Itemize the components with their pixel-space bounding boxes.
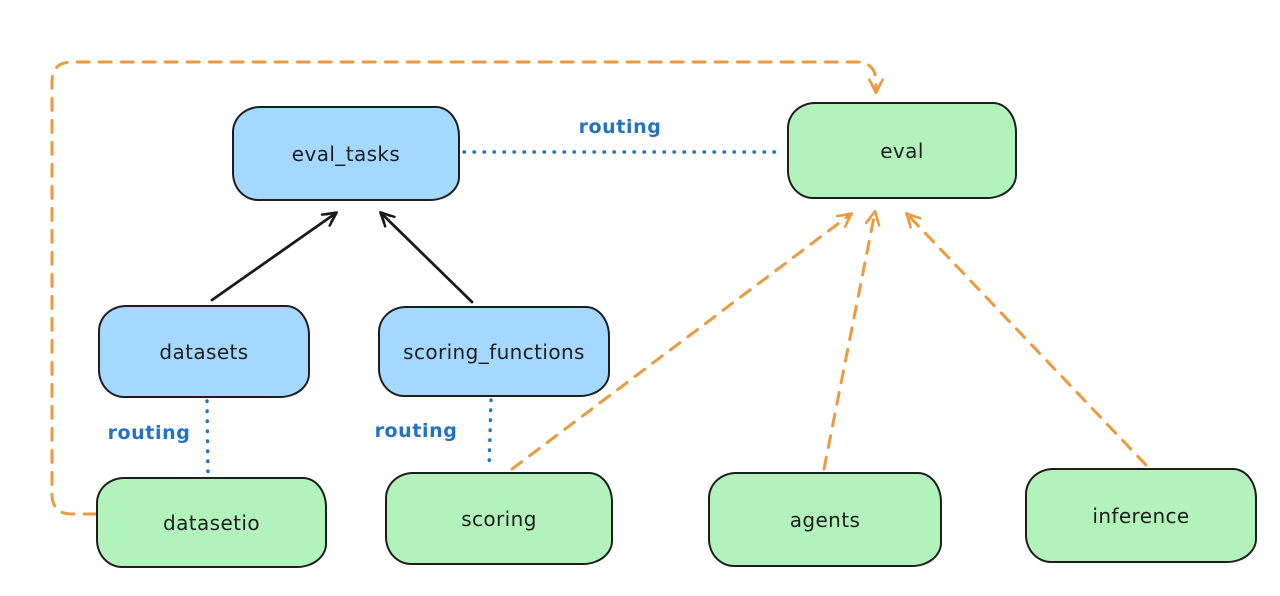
node-datasetio: datasetio — [96, 477, 327, 568]
node-eval_tasks: eval_tasks — [232, 106, 460, 201]
routing-label-scoring_functions-scoring: routing — [374, 420, 458, 442]
node-inference-label: inference — [1092, 503, 1190, 528]
edge-datasets-to-datasetio — [205, 399, 210, 476]
node-datasets-label: datasets — [159, 339, 249, 364]
node-eval: eval — [787, 102, 1017, 199]
node-scoring_functions-label: scoring_functions — [403, 339, 585, 364]
node-eval-label: eval — [880, 138, 924, 163]
node-agents: agents — [708, 472, 942, 567]
node-datasets: datasets — [98, 305, 310, 398]
node-datasetio-label: datasetio — [162, 510, 260, 535]
edge-datasetio-to-eval — [50, 60, 884, 516]
node-scoring: scoring — [385, 472, 613, 565]
edge-datasets-to-eval_tasks — [210, 211, 339, 302]
node-scoring-label: scoring — [461, 506, 537, 531]
node-eval_tasks-label: eval_tasks — [291, 141, 401, 166]
routing-label-datasets-datasetio: routing — [107, 422, 191, 444]
edge-scoring_functions-to-eval_tasks — [379, 211, 474, 304]
node-scoring_functions: scoring_functions — [378, 306, 610, 397]
routing-label-eval_tasks-eval: routing — [578, 116, 662, 138]
edge-agents-to-eval — [822, 209, 881, 471]
edge-scoring_functions-to-scoring — [487, 398, 493, 471]
node-inference: inference — [1025, 468, 1257, 563]
node-agents-label: agents — [789, 507, 861, 532]
edge-inference-to-eval — [905, 212, 1148, 467]
